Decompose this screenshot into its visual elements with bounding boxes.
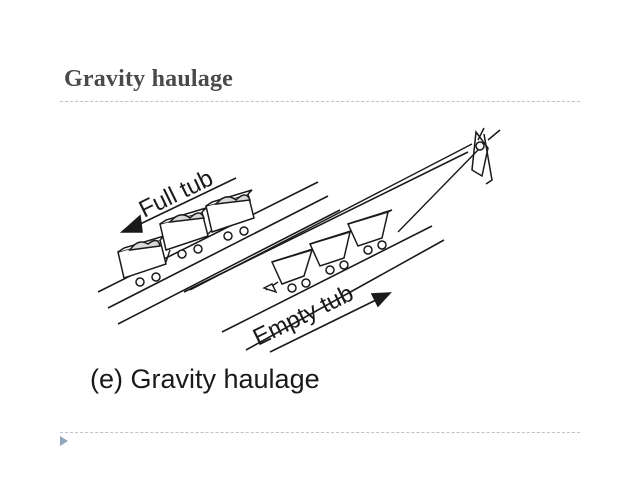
footer-divider — [60, 432, 580, 433]
empty-tub-arrow — [269, 292, 392, 353]
full-tub — [117, 235, 167, 287]
pulley-head-frame — [471, 127, 501, 185]
full-tub-label: Full tub — [135, 165, 218, 224]
title-divider — [60, 101, 580, 102]
bullet-arrow-icon — [60, 436, 68, 446]
empty-tub — [346, 209, 393, 255]
haulage-rope — [189, 143, 479, 291]
slide-title: Gravity haulage — [64, 66, 233, 92]
full-tub-arrow — [119, 177, 237, 233]
diagram-caption: (e) Gravity haulage — [90, 364, 320, 394]
empty-tub — [308, 229, 355, 275]
full-tub — [159, 207, 209, 259]
full-tub — [205, 189, 255, 241]
empty-tub — [270, 247, 317, 293]
tub-couplings — [165, 229, 213, 263]
empty-tub-couplings — [262, 281, 279, 294]
